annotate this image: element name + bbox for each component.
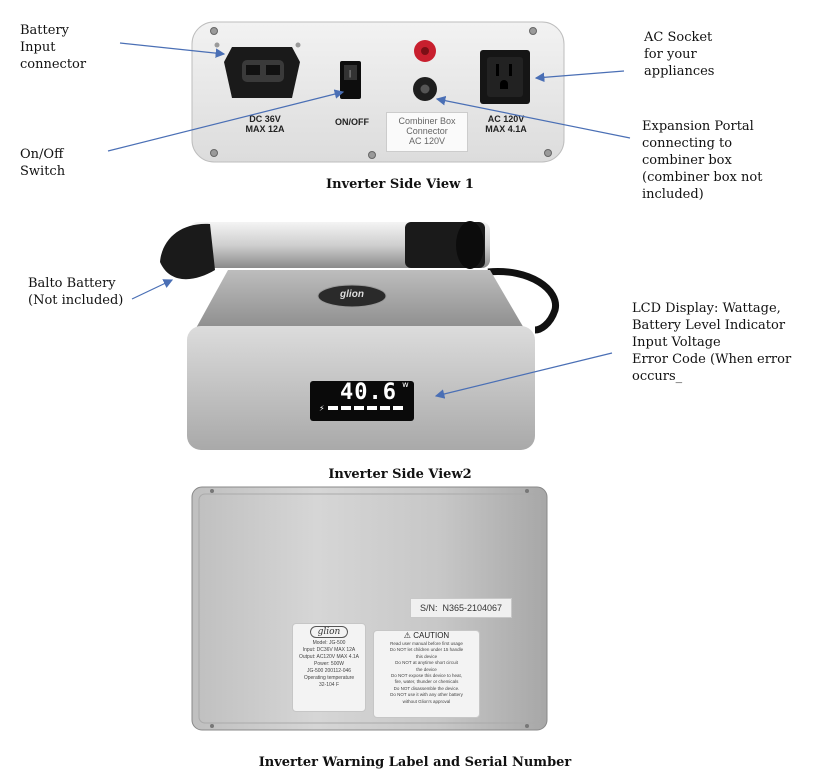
callout-ac-socket: AC Socket for your appliances (644, 30, 715, 79)
combiner-label: Combiner Box Connector AC 120V (398, 116, 456, 146)
ac-output-label: AC 120V MAX 4.1A (485, 114, 527, 134)
dc-input-connector (224, 47, 300, 98)
lcd-unit: w (402, 380, 409, 389)
lcd-display: 40.6 w (340, 380, 410, 405)
ac-socket (480, 50, 530, 104)
lcd-reading: 40.6 (340, 380, 397, 405)
callout-on-off: On/Off Switch (20, 147, 66, 179)
callout-expansion: Expansion Portal connecting to combiner … (642, 119, 763, 202)
expansion-port (413, 40, 437, 101)
caution-label: ⚠ CAUTION Read user manual before first … (373, 630, 480, 718)
caution-text: Read user manual before first usage Do N… (389, 641, 464, 704)
callout-battery-input: Battery Input connector (20, 23, 87, 72)
spec-text: Model: JG-500 Input: DC36V MAX 12A Outpu… (298, 640, 360, 688)
callout-balto-battery: Balto Battery (Not included) (28, 276, 124, 308)
svg-text:|: | (349, 69, 351, 78)
combiner-sticker: Combiner Box Connector AC 120V (386, 112, 468, 152)
inverter-logo-text: glion (340, 289, 364, 300)
serial-number: S/N: N365-2104067 (419, 603, 503, 613)
dc-input-label: DC 36V MAX 12A (245, 114, 285, 134)
callout-lcd: LCD Display: Wattage, Battery Level Indi… (632, 301, 792, 384)
caption-warning-label: Inverter Warning Label and Serial Number (258, 755, 572, 770)
svg-text:⚡: ⚡ (319, 404, 325, 413)
serial-sticker: S/N: N365-2104067 (410, 598, 512, 618)
on-off-switch: | (340, 61, 361, 99)
spec-label: glion Model: JG-500 Input: DC36V MAX 12A… (292, 623, 366, 712)
glion-logo: glion (310, 626, 348, 638)
caution-header: ⚠ CAUTION (374, 631, 479, 641)
caption-side-view-2: Inverter Side View2 (328, 467, 472, 482)
caption-side-view-1: Inverter Side View 1 (326, 177, 474, 192)
onoff-label: ON/OFF (335, 117, 369, 127)
caution-title: CAUTION (413, 631, 450, 640)
warning-triangle-icon: ⚠ (403, 631, 414, 640)
